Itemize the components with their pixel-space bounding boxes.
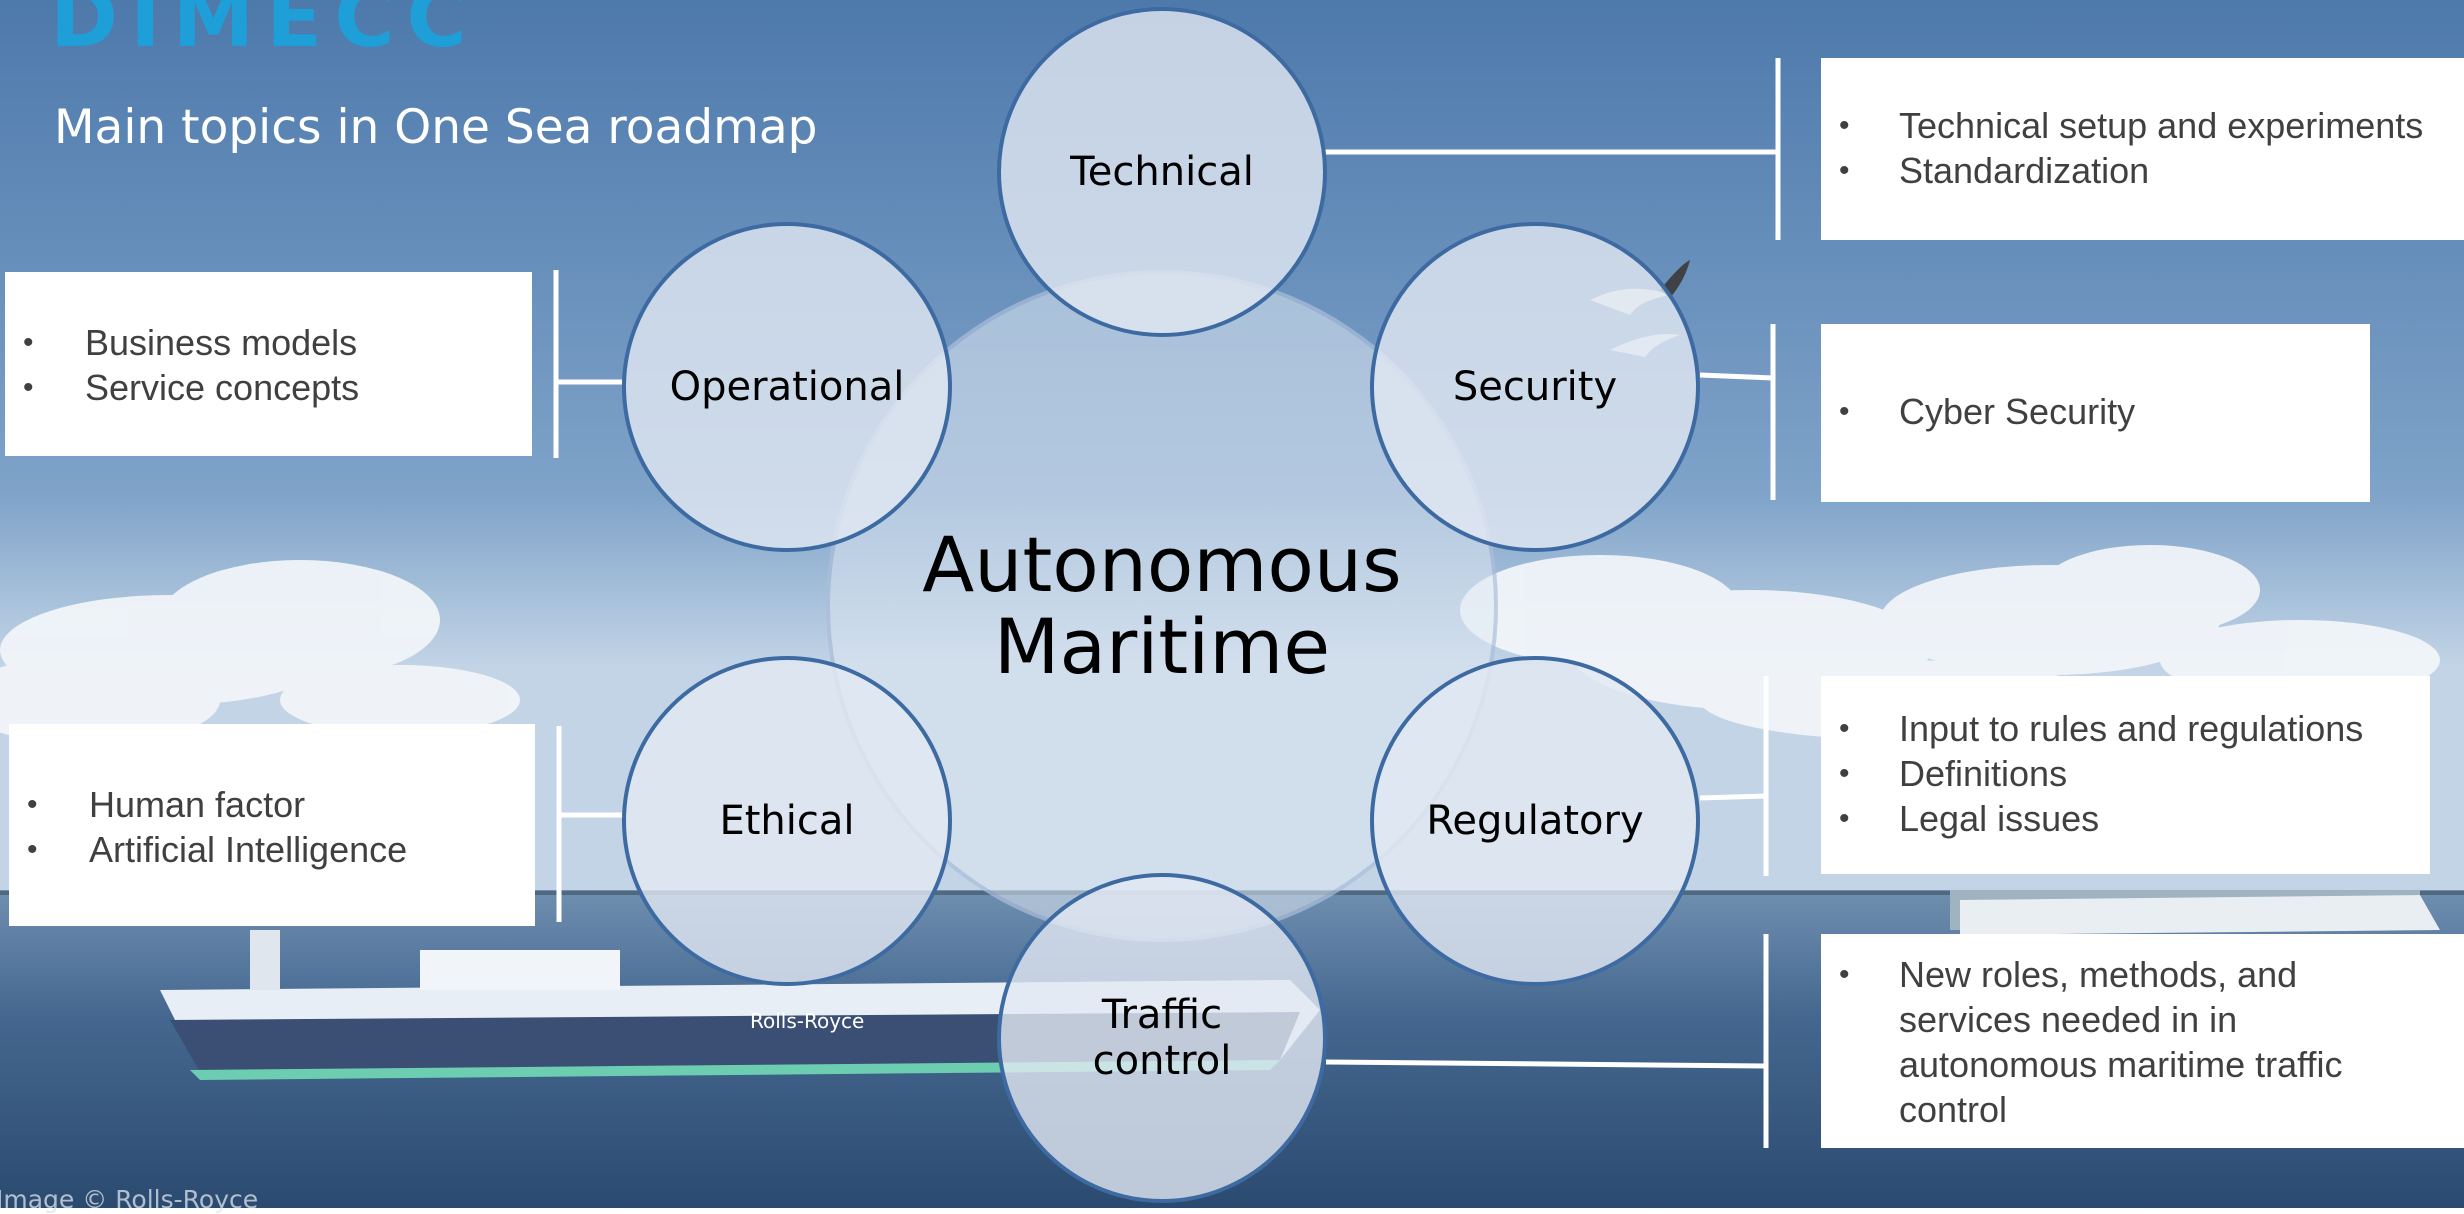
node-regulatory: Regulatory (1370, 656, 1700, 986)
node-traffic-control: Traffic control (997, 873, 1327, 1203)
node-label-technical: Technical (1070, 149, 1254, 195)
bullet-item: Technical setup and experiments (1821, 103, 2464, 148)
box-traffic-control: New roles, methods, and services needed … (1821, 934, 2464, 1148)
bullet-item: Cyber Security (1821, 389, 2370, 434)
node-label-security: Security (1452, 364, 1618, 410)
bullet-item: Human factor (9, 782, 535, 827)
node-label-regulatory: Regulatory (1426, 798, 1644, 844)
bullet-item: Business models (5, 320, 532, 365)
box-technical: Technical setup and experiments Standard… (1821, 58, 2464, 240)
bullet-item: New roles, methods, and services needed … (1821, 952, 2404, 1132)
node-label-traffic-control: Traffic control (1092, 992, 1232, 1084)
bullet-item: Input to rules and regulations (1821, 706, 2430, 751)
box-security: Cyber Security (1821, 324, 2370, 502)
box-ethical: Human factor Artificial Intelligence (9, 724, 535, 926)
node-label-operational: Operational (669, 364, 905, 410)
bullet-item: Legal issues (1821, 796, 2430, 841)
image-credit: Image © Rolls-Royce (0, 1185, 259, 1214)
node-ethical: Ethical (622, 656, 952, 986)
center-label: Autonomous Maritime (922, 520, 1402, 691)
bullet-item: Standardization (1821, 148, 2464, 193)
box-operational: Business models Service concepts (5, 272, 532, 456)
box-regulatory: Input to rules and regulations Definitio… (1821, 676, 2430, 874)
bullet-item: Service concepts (5, 365, 532, 410)
node-operational: Operational (622, 222, 952, 552)
page-subtitle: Main topics in One Sea roadmap (54, 100, 818, 155)
bullet-item: Artificial Intelligence (9, 827, 535, 872)
node-label-ethical: Ethical (719, 798, 855, 844)
node-technical: Technical (997, 7, 1327, 337)
dimecc-logo: DIMECC (50, 0, 479, 66)
bullet-item: Definitions (1821, 751, 2430, 796)
node-security: Security (1370, 222, 1700, 552)
ship-brand-text: Rolls-Royce (750, 1009, 864, 1033)
